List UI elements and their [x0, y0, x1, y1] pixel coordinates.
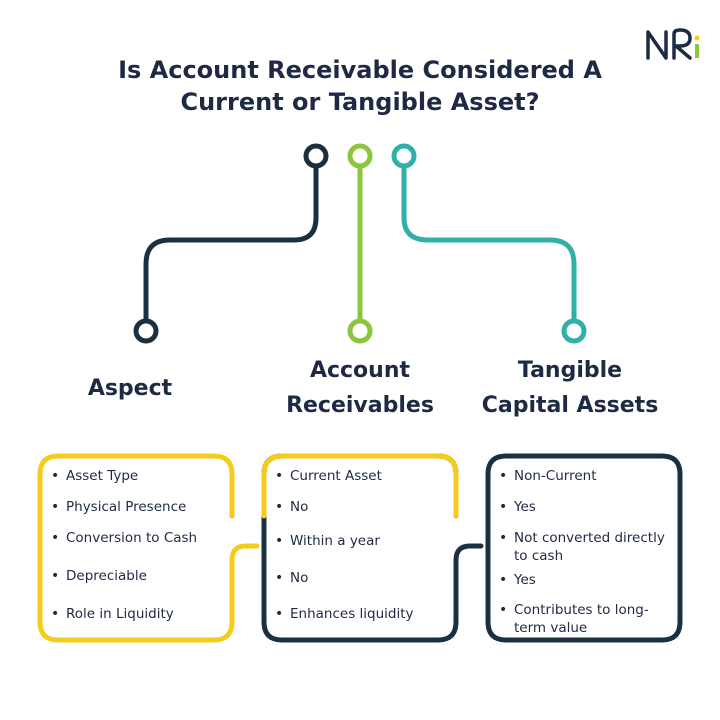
page-title-line-2: Current or Tangible Asset? [180, 88, 540, 116]
teal-connector-bottom-node [561, 318, 587, 344]
teal-connector-line [401, 159, 577, 325]
tangible-heading-line-1: Tangible [517, 358, 623, 383]
green-connector-top-node [347, 143, 373, 169]
green-connector-bottom-node [347, 318, 373, 344]
aspect-row-5: Role in Liquidity [51, 605, 174, 623]
nri-logo [646, 28, 700, 60]
tangible-row-1: Non-Current [499, 467, 596, 485]
receivables-heading-line-2: Receivables [286, 393, 434, 418]
aspect-row-1: Asset Type [51, 467, 138, 485]
aspect-box-outline [37, 453, 260, 643]
aspect-row-3: Conversion to Cash [51, 529, 197, 547]
tangible-row-5-line-1: Contributes to long- [499, 601, 649, 619]
teal-connector-top-node [391, 143, 417, 169]
navy-connector-bottom-node [133, 318, 159, 344]
tangible-heading-line-2: Capital Assets [481, 393, 659, 418]
tangible-box-outline [485, 453, 683, 643]
tangible-row-5-line-2: term value [514, 620, 588, 636]
receivables-row-4: No [275, 569, 309, 587]
aspect-row-4: Depreciable [51, 567, 147, 585]
aspect-heading: Aspect [87, 376, 173, 401]
receivables-row-1: Current Asset [275, 467, 382, 485]
tangible-row-3-line-1: Not converted directly [499, 529, 665, 547]
tangible-row-3-line-2: to cash [514, 548, 564, 564]
receivables-heading-line-1: Account [309, 358, 411, 383]
receivables-row-3: Within a year [275, 532, 380, 550]
receivables-row-5: Enhances liquidity [275, 605, 413, 623]
tangible-row-2: Yes [499, 498, 536, 516]
receivables-row-2: No [275, 498, 309, 516]
navy-connector-top-node [303, 143, 329, 169]
aspect-row-2: Physical Presence [51, 498, 186, 516]
page-title-line-1: Is Account Receivable Considered A [118, 56, 602, 84]
tangible-row-4: Yes [499, 571, 536, 589]
receivables-box-top-accent [261, 453, 459, 519]
navy-connector-line [143, 159, 319, 325]
